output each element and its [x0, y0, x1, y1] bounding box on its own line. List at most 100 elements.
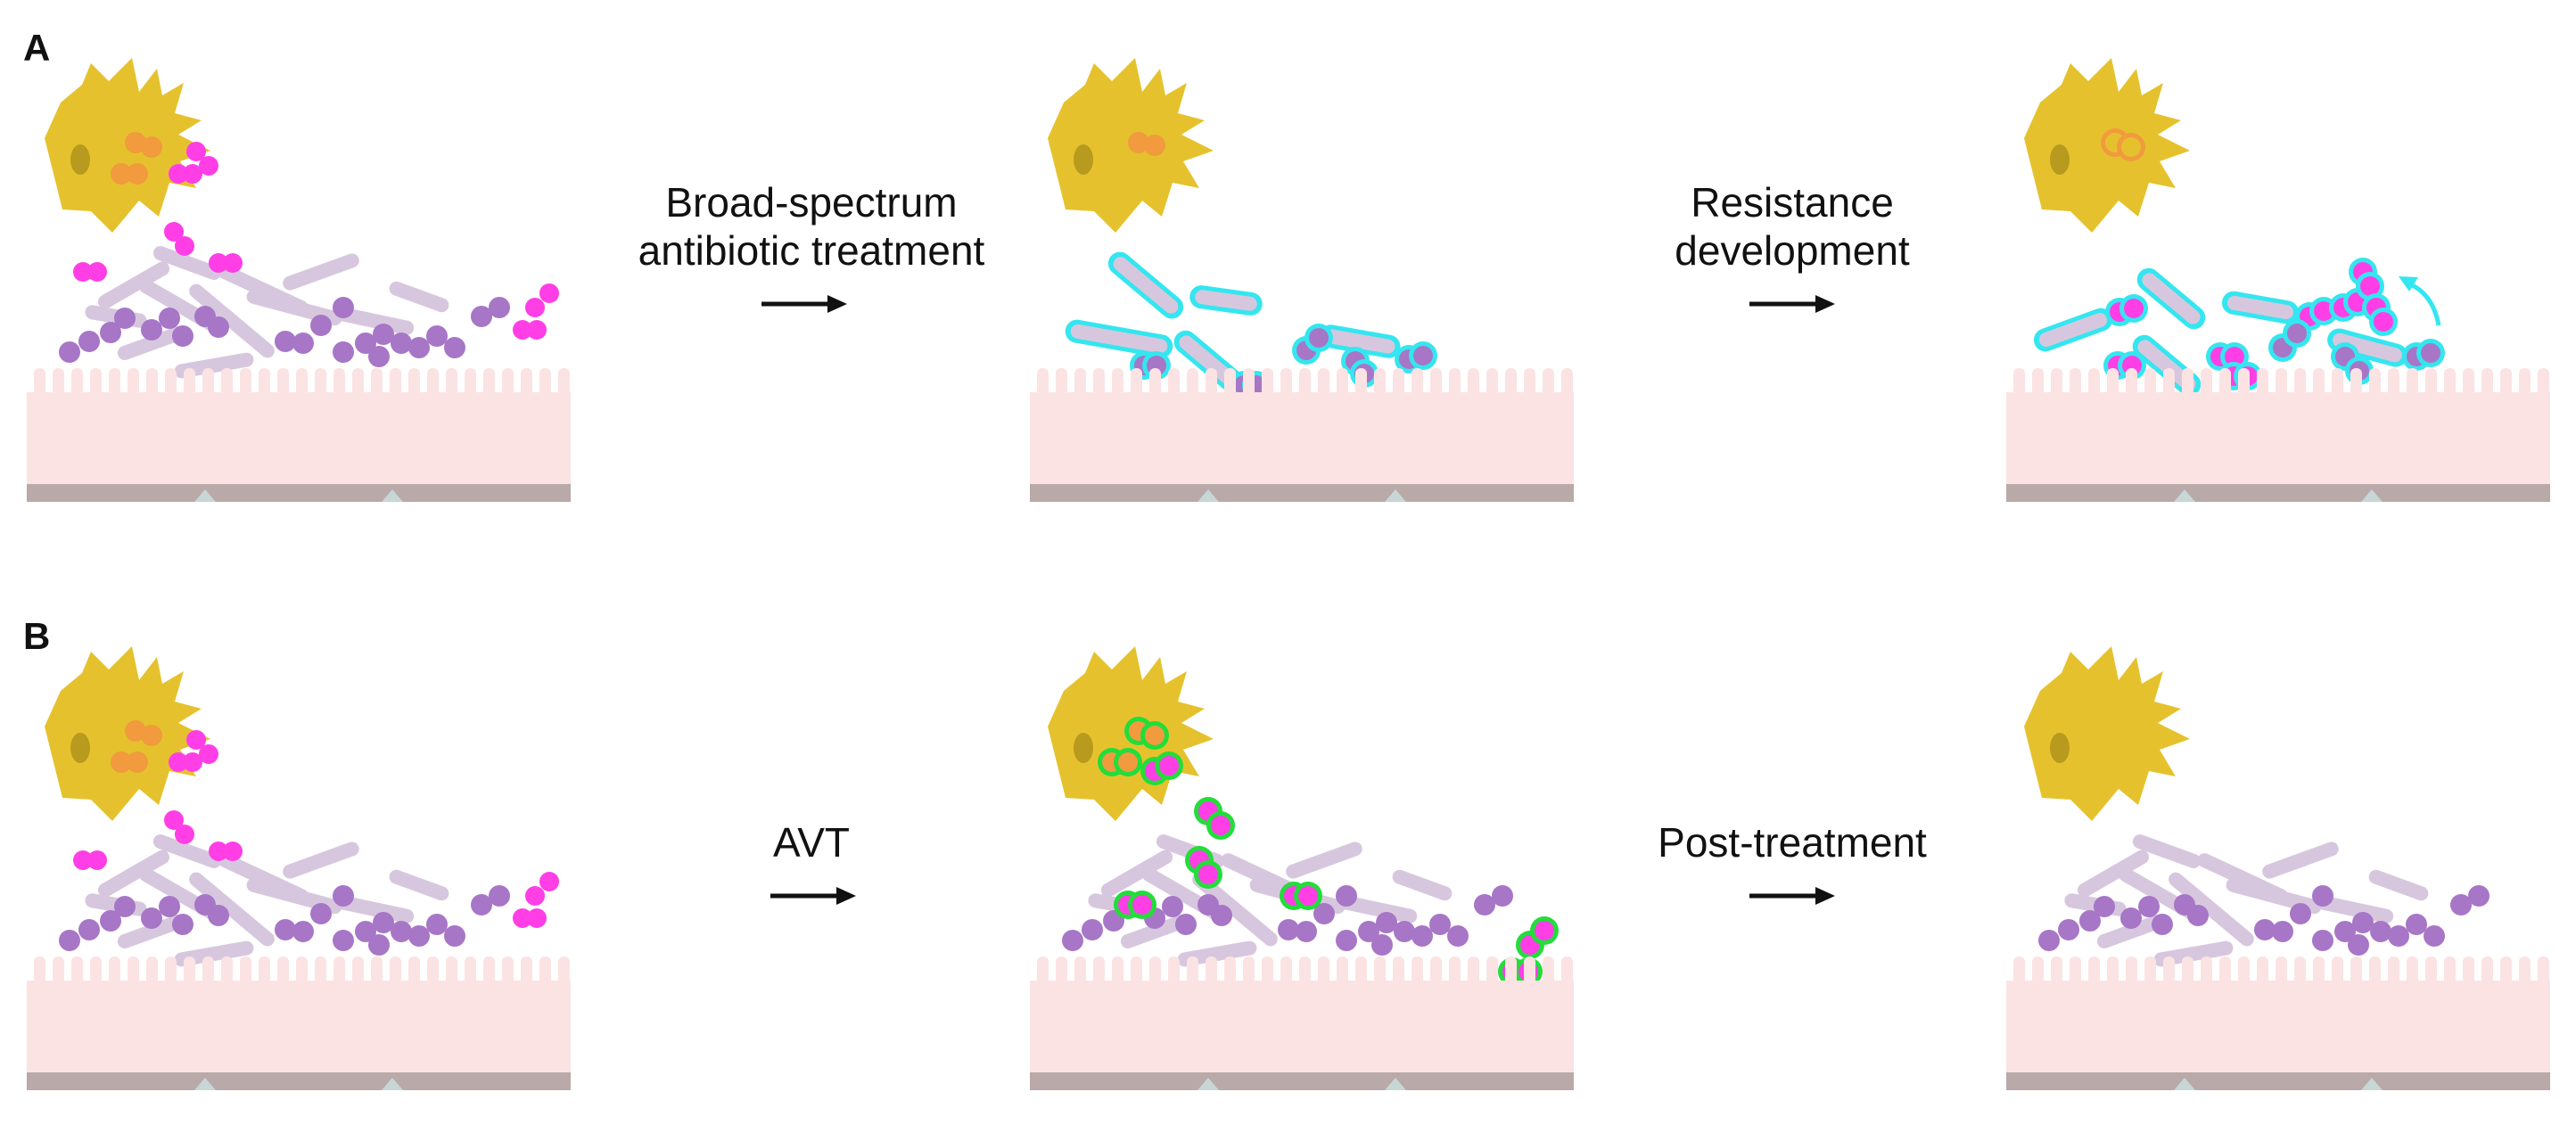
rod-body — [2077, 850, 2150, 898]
microvillus — [146, 368, 158, 397]
microvillus — [446, 956, 457, 985]
microvillus — [165, 956, 177, 985]
rod-body — [189, 283, 275, 358]
rod-body — [1324, 329, 1395, 354]
rod-body — [1179, 335, 1238, 387]
cell-junction — [1197, 1078, 1219, 1090]
microvillus — [352, 956, 364, 985]
coccus — [1062, 930, 1083, 951]
microvillus — [259, 956, 270, 985]
rod-bacterium — [1192, 872, 1278, 947]
coccus — [111, 751, 132, 773]
rod-bacterium — [1286, 842, 1362, 879]
coccus — [1211, 816, 1230, 835]
rod-bacterium — [152, 834, 222, 868]
microvillus — [1206, 956, 1217, 985]
microvillus — [1074, 956, 1086, 985]
microvillus — [240, 956, 251, 985]
microvillus — [2201, 956, 2212, 985]
microvillus — [259, 368, 270, 397]
coccus — [2094, 896, 2115, 917]
coccus — [2272, 921, 2293, 942]
rod-body — [283, 253, 359, 291]
coccus — [1413, 346, 1433, 365]
rod-bacterium — [2262, 842, 2339, 879]
rod-body — [152, 246, 222, 280]
coccus — [2314, 301, 2333, 321]
microvillus — [1262, 368, 1273, 397]
microvillus — [2369, 956, 2381, 985]
epithelium-wrap — [2006, 368, 2550, 502]
microvillus — [371, 956, 383, 985]
rod-body — [1337, 895, 1418, 924]
microvillus — [2144, 368, 2156, 397]
coccus — [125, 132, 146, 153]
coccus — [310, 903, 332, 924]
coccus — [275, 331, 296, 352]
rod-body — [1192, 872, 1278, 947]
epithelial-layer — [2006, 981, 2550, 1080]
rod-bacterium — [2221, 291, 2300, 324]
coccus — [292, 333, 314, 354]
coccus — [2187, 905, 2209, 926]
microvillus — [408, 956, 420, 985]
microvillus — [371, 368, 383, 397]
rod-body — [2137, 340, 2196, 391]
coccus — [2468, 885, 2490, 907]
microvillus — [1224, 956, 1236, 985]
microvillus — [1262, 956, 1273, 985]
rod-bacterium — [189, 872, 275, 947]
microvillus — [2013, 956, 2025, 985]
cell-junction — [1385, 489, 1406, 502]
epithelium-wrap — [27, 956, 571, 1090]
rod-body — [2169, 872, 2254, 947]
commensal-cocci — [2038, 885, 2490, 956]
coccus — [175, 825, 194, 844]
epithelium-wrap — [2006, 956, 2550, 1090]
microvillus — [2070, 956, 2081, 985]
microvillus — [502, 956, 514, 985]
coccus — [172, 914, 193, 935]
coccus — [1211, 905, 1232, 926]
cell-junction — [194, 1078, 216, 1090]
coccus — [2352, 912, 2374, 933]
rod-body — [2096, 915, 2166, 948]
microvillus — [1505, 956, 1517, 985]
coccus — [59, 930, 80, 951]
microvillus — [1187, 956, 1198, 985]
coccus — [87, 850, 107, 870]
microvillus — [558, 368, 570, 397]
microvillus — [2013, 368, 2025, 397]
microvillus — [558, 956, 570, 985]
microvillus — [128, 956, 139, 985]
microvillus — [2388, 368, 2399, 397]
rod-body — [1070, 324, 1168, 354]
microvillus — [2519, 368, 2531, 397]
immune-cell-nucleus — [70, 733, 90, 763]
microvillus — [53, 368, 64, 397]
microvillus — [1280, 368, 1292, 397]
coccus — [208, 316, 229, 338]
coccus — [2124, 299, 2144, 318]
coccus — [527, 320, 547, 340]
microvillus — [2276, 368, 2287, 397]
coccus — [2424, 925, 2445, 947]
coccus — [114, 308, 136, 329]
microvillus — [2369, 368, 2381, 397]
coccus — [527, 908, 547, 928]
coccus — [1296, 921, 1317, 942]
coccus — [1309, 328, 1329, 348]
microvillus — [2051, 956, 2062, 985]
rod-body — [389, 869, 449, 901]
coccus — [1492, 885, 1513, 907]
microvillus — [53, 956, 64, 985]
rod-body — [1286, 842, 1362, 879]
coccus — [208, 905, 229, 926]
scene-b2 — [1030, 646, 1574, 1090]
coccus — [310, 315, 332, 336]
microvillus — [90, 956, 102, 985]
coccus — [2254, 919, 2276, 940]
microvillus — [1149, 368, 1161, 397]
coccus — [2312, 885, 2333, 907]
coccus — [169, 164, 188, 184]
